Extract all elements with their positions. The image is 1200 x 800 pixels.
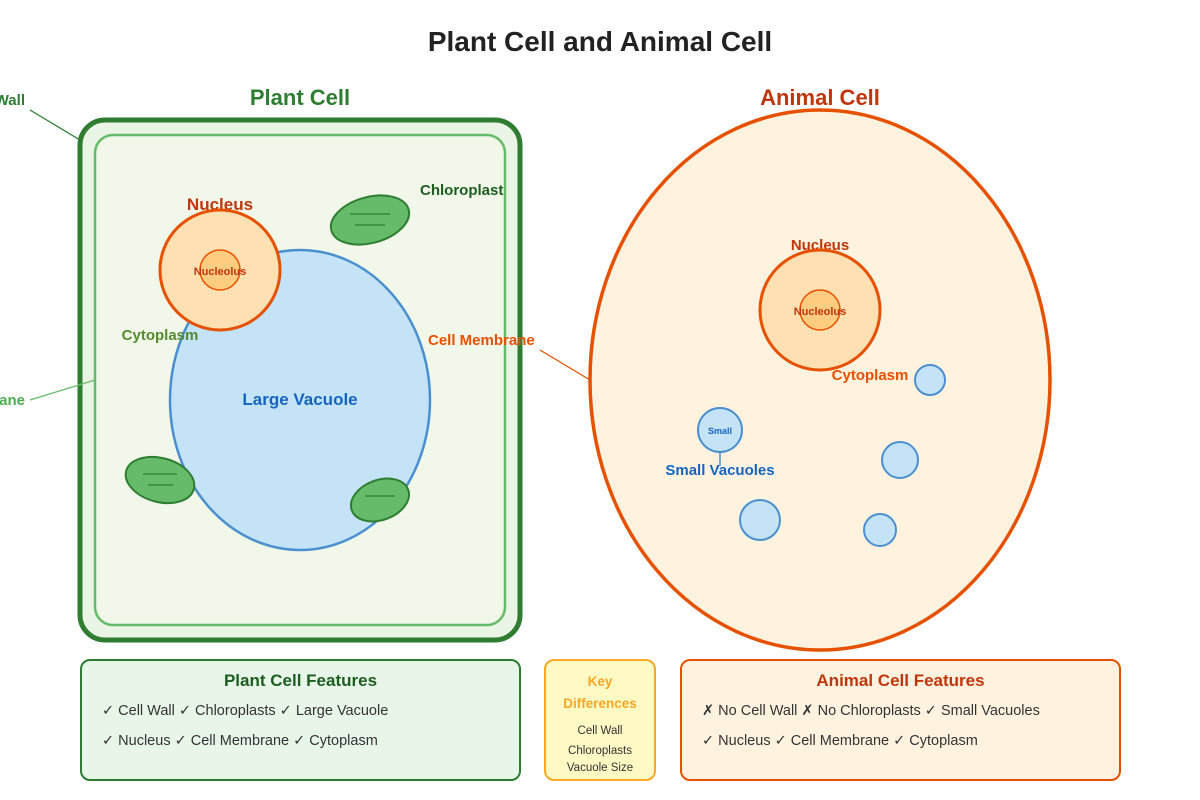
plant-nucleus-label: Nucleus [187, 195, 253, 214]
animal-nucleus-label: Nucleus [791, 237, 849, 254]
animal-features-line-2: ✓ Nucleus ✓ Cell Membrane ✓ Cytoplasm [702, 733, 978, 749]
chloroplast-label: Chloroplast [420, 182, 503, 199]
key-difference-item: Vacuole Size [566, 762, 634, 774]
animal-cell-title: Animal Cell [760, 85, 880, 110]
animal-nucleolus [799, 289, 841, 331]
key-differences-title-line-2: Differences [563, 696, 637, 711]
plant-features-box: Plant Cell Features ✓ Cell Wall ✓ Chloro… [80, 659, 521, 781]
plant-cytoplasm-label: Cytoplasm [122, 327, 199, 344]
animal-membrane-leader-line [539, 349, 591, 381]
key-difference-item: Cell Wall [577, 725, 623, 737]
small-vacuoles-label: Small Vacuoles [665, 462, 774, 479]
key-differences-title-line-1: Key [587, 674, 613, 689]
small-vacuole [881, 441, 919, 479]
animal-cell-membrane-label: Cell Membrane [428, 332, 535, 349]
chloroplast-top [329, 194, 411, 246]
animal-nucleolus-label: Nucleolus [794, 306, 847, 318]
page-title: Plant Cell and Animal Cell [428, 26, 772, 57]
animal-cell-membrane [588, 108, 1052, 652]
plant-features-line-1: ✓ Cell Wall ✓ Chloroplasts ✓ Large Vacuo… [102, 703, 389, 719]
plant-vacuole-label: Large Vacuole [242, 390, 357, 409]
animal-features-box: Animal Cell Features ✗ No Cell Wall ✗ No… [680, 659, 1121, 781]
small-vacuole [739, 499, 781, 541]
plant-nucleolus-label: Nucleolus [194, 266, 247, 278]
cell-wall-leader-line [29, 109, 81, 141]
key-difference-item: Chloroplasts [568, 745, 632, 757]
chloroplast-bottom-right [349, 477, 411, 523]
key-differences-title: Key Differences [546, 671, 654, 715]
chloroplast-bottom-left [124, 455, 196, 505]
animal-features-line-1: ✗ No Cell Wall ✗ No Chloroplasts ✓ Small… [702, 703, 1040, 719]
key-differences-box: Key Differences Cell Wall Chloroplasts V… [544, 659, 656, 781]
plant-cell-membrane-label: Cell Membrane [0, 392, 25, 409]
cell-membrane-leader-line [29, 379, 96, 401]
plant-nucleolus [199, 249, 241, 291]
animal-features-title: Animal Cell Features [816, 671, 985, 690]
plant-features-title: Plant Cell Features [223, 671, 378, 690]
plant-cell-wall-label: Cell Wall [0, 92, 25, 109]
plant-cell-title: Plant Cell [250, 85, 350, 110]
small-vacuole [863, 513, 897, 547]
animal-cytoplasm-label: Cytoplasm [832, 367, 909, 384]
small-vacuole-inner-label: Small [708, 426, 732, 436]
small-vacuole [914, 364, 946, 396]
plant-features-line-2: ✓ Nucleus ✓ Cell Membrane ✓ Cytoplasm [102, 733, 378, 749]
